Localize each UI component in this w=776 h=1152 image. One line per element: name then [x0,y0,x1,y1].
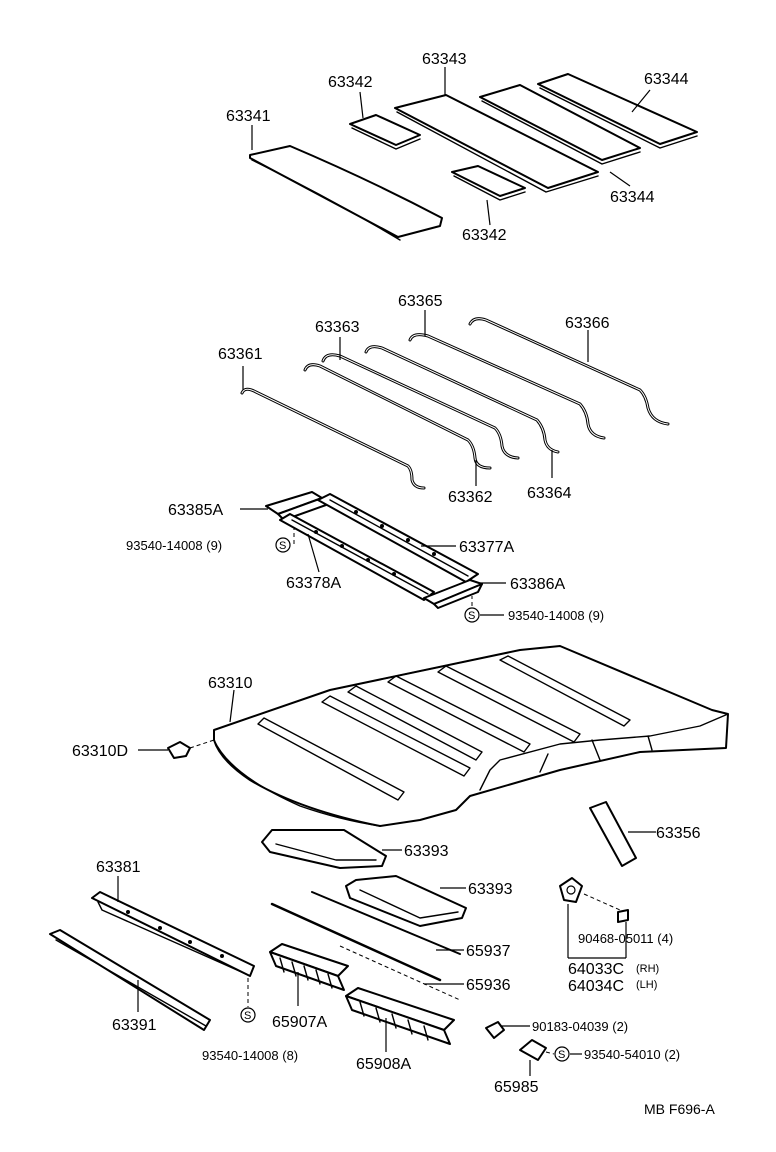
label-63310: 63310 [208,675,253,692]
pad-63341 [249,145,443,241]
label-63310D: 63310D [72,743,128,760]
pad-63342-lower [451,165,526,201]
label-63356: 63356 [656,825,701,842]
label-65937: 65937 [466,943,511,960]
label-65936: 65936 [466,977,511,994]
s-symbol-63381: S [240,1007,256,1023]
label-63393-lower: 63393 [468,881,513,898]
s-symbol-left: S [275,537,291,553]
label-63364: 63364 [527,485,572,502]
label-64033C-side: (RH) [636,963,659,975]
label-93540-54010: 93540-54010 (2) [584,1047,680,1062]
label-63381: 63381 [96,859,141,876]
bow-63366 [468,317,670,426]
bolt-90468 [617,909,629,923]
pad-63343 [394,94,599,193]
label-64034C-side: (LH) [636,979,657,991]
label-63365: 63365 [398,293,443,310]
drawing-code: MB F696-A [644,1101,715,1117]
clip-65985 [519,1039,547,1061]
label-63342-upper: 63342 [328,74,373,91]
bow-63365 [408,333,606,440]
label-65907A: 65907A [272,1014,327,1031]
label-63361: 63361 [218,346,263,363]
vent-65907A [269,943,349,991]
label-63362: 63362 [448,489,493,506]
label-93540-14008-9-right: 93540-14008 (9) [508,608,604,623]
label-63342-lower: 63342 [462,227,507,244]
vent-65908A [345,987,455,1045]
bow-63362 [303,363,492,470]
rail-63378A [279,513,435,601]
rail-63381 [91,891,255,977]
trim-63393-lower [345,875,467,927]
headliner-63310 [213,645,729,827]
svg-text:S: S [279,540,286,552]
frame-63386A [423,579,483,609]
clip-90183 [485,1021,505,1039]
label-63393-upper: 63393 [404,843,449,860]
pad-63342-upper [349,114,421,150]
label-65908A: 65908A [356,1056,411,1073]
svg-text:S: S [558,1049,565,1061]
label-63391: 63391 [112,1017,157,1034]
trim-63356 [589,801,637,867]
label-63377A: 63377A [459,539,514,556]
bow-63363 [321,353,520,460]
rail-63377A [317,493,479,583]
label-63344-rear: 63344 [644,71,689,88]
bow-63364 [364,345,560,454]
frame-63385A [265,491,327,521]
trim-63393-upper [261,829,387,869]
label-63378A: 63378A [286,575,341,592]
garnish-63391 [49,929,211,1031]
label-63386A: 63386A [510,576,565,593]
clip-63310D [167,741,191,759]
label-63343: 63343 [422,51,467,68]
s-symbol-right: S [464,607,480,623]
s-symbol-bottom: S [554,1046,570,1062]
label-63385A: 63385A [168,502,223,519]
strip-65937 [311,891,461,955]
label-63363: 63363 [315,319,360,336]
pad-63344-rear [537,73,698,149]
handle-64033C-64034C [559,877,583,903]
pad-63344-front [479,84,641,165]
svg-text:S: S [244,1010,251,1022]
strip-65936 [270,902,442,982]
label-63366: 63366 [565,315,610,332]
bow-63361 [240,387,426,490]
svg-text:S: S [468,610,475,622]
label-90183-04039: 90183-04039 (2) [532,1019,628,1034]
label-64034C: 64034C [568,978,624,995]
label-63341: 63341 [226,108,271,125]
label-65985: 65985 [494,1079,539,1096]
label-90468-05011: 90468-05011 (4) [578,931,673,946]
label-93540-14008-8: 93540-14008 (8) [202,1048,298,1063]
label-64033C: 64033C [568,961,624,978]
label-63344-front: 63344 [610,189,655,206]
label-93540-14008-9-left: 93540-14008 (9) [126,538,222,553]
